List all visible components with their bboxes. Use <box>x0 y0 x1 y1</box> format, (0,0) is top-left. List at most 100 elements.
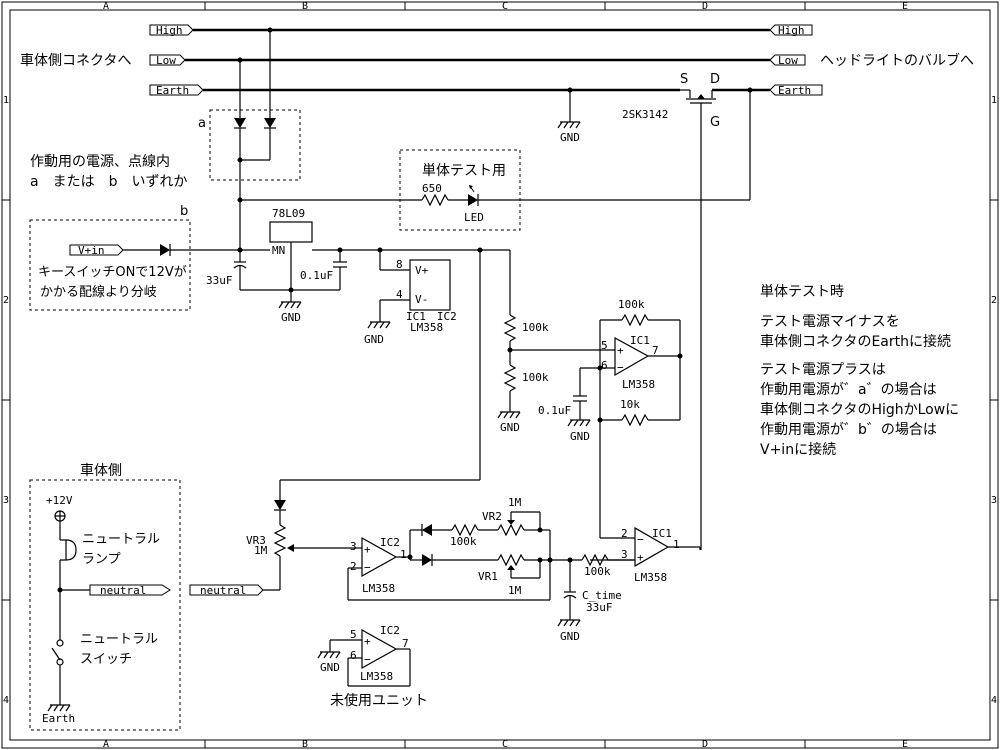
vr3-label: VR3 <box>246 534 266 547</box>
ground-symbol-earth-tap: GND <box>557 90 581 144</box>
ic-vplus-label: V+ <box>415 264 429 277</box>
ic1b-pin1: 1 <box>673 538 680 551</box>
test-instructions: 単体テスト時 テスト電源マイナスを 車体側コネクタのEarthに接続 テスト電源… <box>760 284 959 458</box>
ic1a-pin5: 5 <box>601 339 608 352</box>
ic1b-pin3: 3 <box>621 548 628 561</box>
ic2b-plus: + <box>364 635 371 648</box>
timing-adjust: 100k VR2 1M VR1 1M 100k <box>410 496 635 643</box>
mosfet-2sk3142: S D G 2SK3142 <box>622 72 720 550</box>
ic1b-ref: IC1 <box>652 527 672 540</box>
mosfet-gate-label: G <box>710 115 720 130</box>
cap-01uf-reg-label: 0.1uF <box>300 269 333 282</box>
option-a-diodes: a <box>198 30 301 250</box>
frame-col-c-bottom: C <box>502 739 508 750</box>
frame-col-a-top: A <box>103 1 109 12</box>
ic2a-plus: + <box>364 543 371 556</box>
vr1-label: VR1 <box>478 570 498 583</box>
frame-row-2-right: 2 <box>991 295 997 306</box>
r-time-label: 100k <box>584 565 611 578</box>
plus-12v-label: +12V <box>46 494 73 507</box>
port-earth-left-label: Earth <box>156 84 189 97</box>
note-power-select-1: 作動用の電源、点線内 <box>30 154 170 170</box>
frame-row-4-left: 4 <box>3 695 9 706</box>
c-time-label: C_time <box>582 589 622 602</box>
frame-col-d-bottom: D <box>702 739 708 750</box>
port-neutral-in-label: neutral <box>200 584 246 597</box>
option-b-label: b <box>180 204 188 219</box>
ic2a-pin3: 3 <box>350 540 357 553</box>
frame-col-b-bottom: B <box>302 739 308 750</box>
ic2a-ref: IC2 <box>380 536 400 549</box>
regulator-label: 78L09 <box>272 207 305 220</box>
resistor-650-label: 650 <box>422 182 442 195</box>
ic-refs-label: IC1 IC2 <box>406 310 457 323</box>
note-key-switch-2: かかる配線より分岐 <box>40 284 157 300</box>
vr2-label: VR2 <box>482 510 502 523</box>
ic1a-minus: − <box>617 361 624 374</box>
frame-row-2-left: 2 <box>3 295 9 306</box>
neutral-lamp-label-2: ランプ <box>82 552 121 567</box>
option-b-input: b V+in キースイッチONで12Vが かかる配線より分岐 <box>29 204 270 311</box>
opamp-ic2-b-unused: + − IC2 LM358 5 6 7 GND 未使用ユニット <box>317 624 428 709</box>
test-led-circuit: 単体テスト用 650 LED <box>240 90 751 231</box>
opamp-ic1-b: − + IC1 LM358 2 3 1 <box>590 420 701 584</box>
ic2a-pin2: 2 <box>350 560 357 573</box>
frame-col-e-top: E <box>902 1 908 12</box>
ic1b-plus: + <box>637 551 644 564</box>
test-line-5: 車体側コネクタのHighかLowに <box>760 401 959 418</box>
frame-col-e-bottom: E <box>902 739 908 750</box>
test-line-1: テスト電源マイナスを <box>760 314 900 330</box>
test-line-3: テスト電源プラスは <box>760 362 886 378</box>
ic2a-pin1: 1 <box>400 548 407 561</box>
earth-label-vehicle: Earth <box>42 712 75 725</box>
divider-r2-label: 100k <box>522 371 549 384</box>
ic2b-pin5: 5 <box>350 628 357 641</box>
ic2a-type: LM358 <box>362 582 395 595</box>
note-single-test: 単体テスト用 <box>422 163 506 179</box>
gnd-label-1: GND <box>560 131 580 144</box>
port-neutral-out-label: neutral <box>100 584 146 597</box>
port-high-right-label: High <box>778 24 805 37</box>
mosfet-source-label: S <box>680 72 688 87</box>
port-vin-label: V+in <box>78 244 105 257</box>
port-low-right-label: Low <box>778 54 798 67</box>
cap-01uf-ref-label: 0.1uF <box>538 404 571 417</box>
ic1a-pin7: 7 <box>652 344 659 357</box>
ic2b-type: LM358 <box>360 670 393 683</box>
frame-col-c-top: C <box>502 1 508 12</box>
pin-8-label: 8 <box>396 258 403 271</box>
ic2a-minus: − <box>364 561 371 574</box>
neutral-switch-label-1: ニュートラル <box>80 632 158 647</box>
c-time-value: 33uF <box>586 601 613 614</box>
port-earth-left <box>149 84 204 96</box>
ic1a-ref: IC1 <box>630 334 650 347</box>
gnd-label-3: GND <box>364 333 384 346</box>
vr2-series-r-label: 100k <box>450 535 477 548</box>
fb-10k-label: 10k <box>620 398 640 411</box>
ic-type-label: LM358 <box>410 321 443 334</box>
pin-4-label: 4 <box>396 288 403 301</box>
note-vehicle-side: 車体側 <box>80 462 122 479</box>
port-high-left <box>149 24 194 36</box>
port-high-right <box>769 24 813 36</box>
frame-row-3-left: 3 <box>3 495 9 506</box>
port-vin <box>69 244 124 256</box>
opamp-ic2-a: + − IC2 LM358 3 2 1 <box>347 530 551 601</box>
note-key-switch-1: キースイッチONで12Vが <box>38 265 187 280</box>
regulator-pins: MN <box>272 244 285 257</box>
port-low-left-label: Low <box>156 54 176 67</box>
ic1b-minus: − <box>637 533 644 546</box>
fb-100k-label: 100k <box>618 298 645 311</box>
frame-row-4-right: 4 <box>991 695 997 706</box>
test-line-4: 作動用電源が゛a゛の場合は <box>760 382 937 398</box>
ic1a-pin6: 6 <box>601 359 608 372</box>
voltage-divider: 100k 100k GND <box>480 249 615 434</box>
vr1-value: 1M <box>508 584 522 597</box>
port-low-left <box>149 54 186 66</box>
note-unused-unit: 未使用ユニット <box>330 692 428 709</box>
frame-col-d-top: D <box>702 1 708 12</box>
note-to-headlight: ヘッドライトのバルブへ <box>820 52 974 69</box>
ic2b-pin6: 6 <box>350 649 357 662</box>
